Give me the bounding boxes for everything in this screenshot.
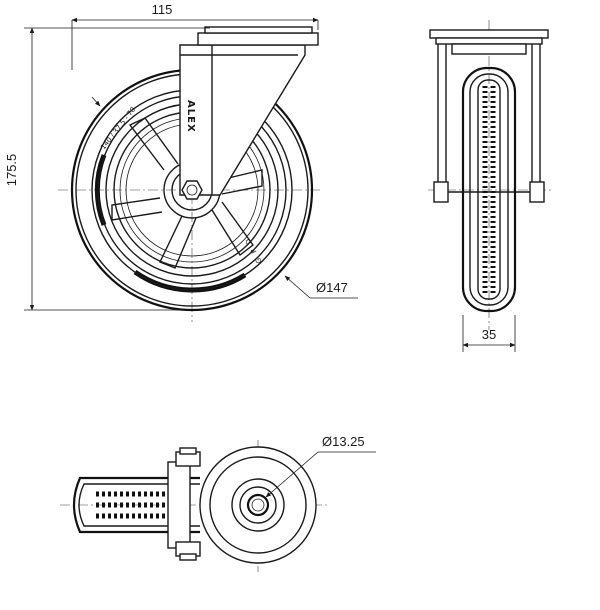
bracket-brand-label: ALEX — [185, 100, 196, 133]
dimension-bore-label: Ø13.25 — [322, 434, 365, 449]
dimension-bore: Ø13.25 — [265, 434, 376, 498]
dimension-width: 115 — [71, 2, 319, 70]
top-view: Ø13.25 — [60, 434, 376, 572]
dimension-height-label: 175.5 — [4, 154, 19, 187]
dimension-height: 175.5 — [4, 27, 210, 311]
axle-bore-icon — [246, 493, 270, 517]
dimension-diameter-label: Ø147 — [316, 280, 348, 295]
front-view: 35 — [428, 20, 552, 352]
side-view: 140 / 37,5 - 70 GPD ALEX 115 175.5 Ø147 — [4, 2, 358, 322]
dimension-tire-width: 35 — [462, 315, 516, 352]
dimension-diameter: Ø147 — [91, 96, 358, 299]
dimension-width-label: 115 — [152, 2, 173, 17]
dimension-tire-width-label: 35 — [482, 327, 496, 342]
axle-nut-icon — [181, 180, 203, 200]
swivel-bracket — [179, 26, 319, 196]
wheel-spokes — [111, 117, 263, 269]
